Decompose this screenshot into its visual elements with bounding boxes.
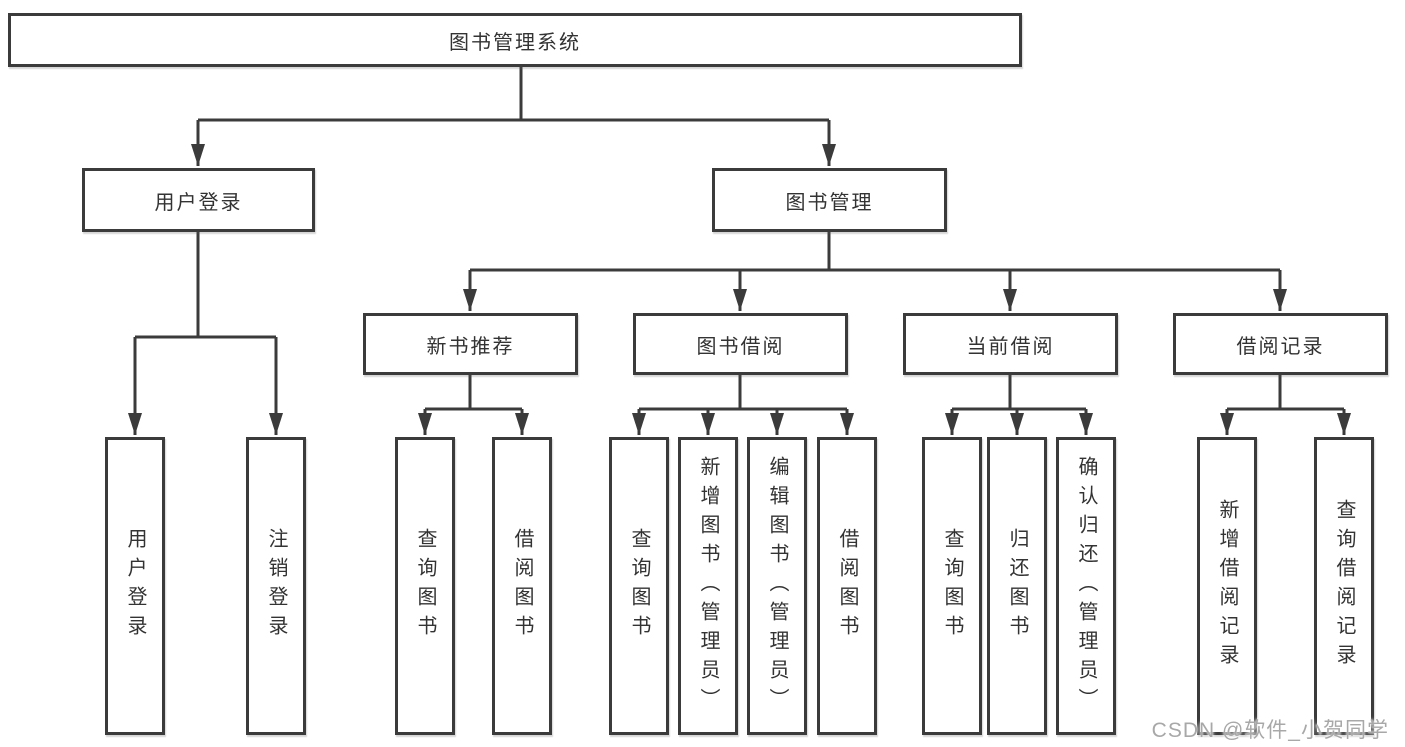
leaf-confirm-return-admin: 确认归还（管理员） [1056,437,1116,735]
node-new-book-recommend: 新书推荐 [363,313,578,375]
leaf-edit-books-admin: 编辑图书（管理员） [747,437,807,735]
leaf-add-books-admin: 新增图书（管理员） [678,437,738,735]
leaf-label: 新增借阅记录 [1216,499,1238,673]
leaf-user-login: 用户登录 [105,437,165,735]
leaf-logout: 注销登录 [246,437,306,735]
node-label: 当前借阅 [966,335,1055,358]
leaf-query-books-current: 查询图书 [922,437,982,735]
node-library-management-system: 图书管理系统 [8,13,1022,67]
node-book-borrow: 图书借阅 [633,313,848,375]
leaf-label: 查询图书 [414,528,436,644]
leaf-borrow-books-recommend: 借阅图书 [492,437,552,735]
leaf-label: 编辑图书（管理员） [766,455,788,717]
leaf-label: 新增图书（管理员） [697,455,719,717]
csdn-watermark: CSDN @软件_小贺同学 [1151,719,1389,742]
leaf-borrow-books: 借阅图书 [817,437,877,735]
node-label: 借阅记录 [1236,335,1325,358]
node-current-borrow: 当前借阅 [903,313,1118,375]
node-label: 图书借阅 [696,335,785,358]
node-borrow-records: 借阅记录 [1173,313,1388,375]
leaf-label: 查询借阅记录 [1333,499,1355,673]
node-label: 用户登录 [154,191,243,214]
leaf-query-books-recommend: 查询图书 [395,437,455,735]
leaf-label: 确认归还（管理员） [1075,455,1097,717]
node-user-login: 用户登录 [82,168,315,232]
leaf-query-books-borrow: 查询图书 [609,437,669,735]
leaf-query-borrow-record: 查询借阅记录 [1314,437,1374,735]
node-book-management: 图书管理 [712,168,947,232]
leaf-label: 查询图书 [628,528,650,644]
node-label: 图书管理 [785,191,874,214]
leaf-label: 借阅图书 [511,528,533,644]
leaf-label: 查询图书 [941,528,963,644]
leaf-return-books: 归还图书 [987,437,1047,735]
leaf-add-borrow-record: 新增借阅记录 [1197,437,1257,735]
leaf-label: 注销登录 [265,528,287,644]
leaf-label: 归还图书 [1006,528,1028,644]
node-label: 新书推荐 [426,335,515,358]
leaf-label: 用户登录 [124,528,146,644]
node-label: 图书管理系统 [449,31,581,54]
leaf-label: 借阅图书 [836,528,858,644]
